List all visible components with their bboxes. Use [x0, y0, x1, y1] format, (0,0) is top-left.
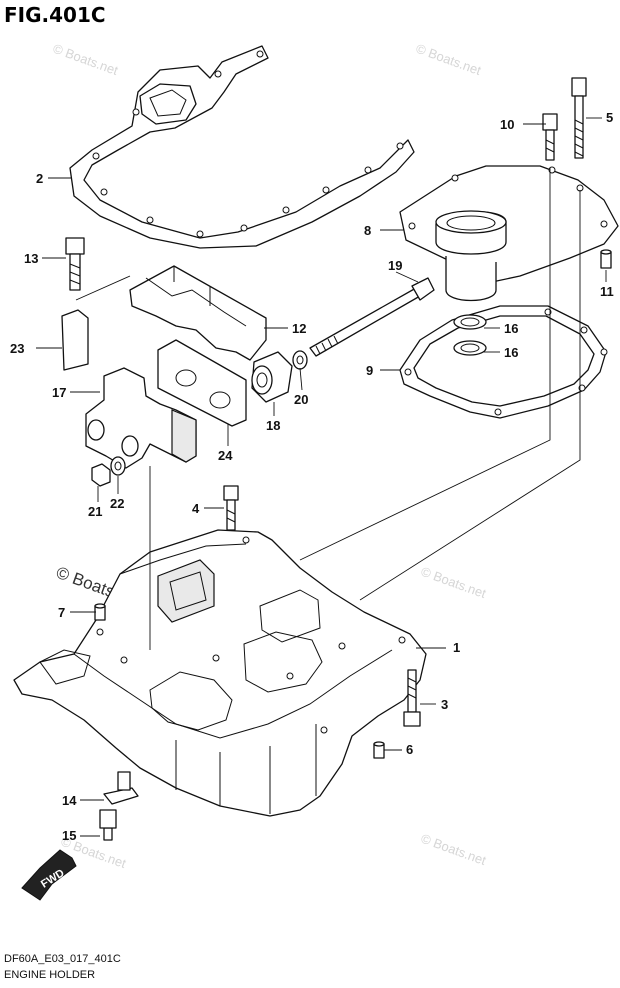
engine-holder: [13, 529, 427, 817]
watermark: © Boats.net: [419, 564, 489, 602]
callout-24: 24: [218, 448, 233, 463]
spacer-plate: [157, 339, 247, 427]
cover-plate: [399, 165, 619, 302]
callout-23: 23: [10, 341, 24, 356]
callout-19: 19: [388, 258, 402, 273]
washer: [292, 350, 308, 370]
callout-numbers: 1 2 3 4 5 6 7 8 9 10 11 12 13 14 15 16 1…: [10, 110, 614, 843]
callout-1: 1: [453, 640, 460, 655]
watermark: © Boats.net: [419, 831, 489, 869]
flat-washer: [110, 456, 126, 476]
callout-15: 15: [62, 828, 76, 843]
callout-20: 20: [294, 392, 308, 407]
bolt-long: [571, 77, 587, 159]
callout-6: 6: [406, 742, 413, 757]
callout-3: 3: [441, 697, 448, 712]
nut: [91, 463, 111, 487]
figure-title: FIG.401C: [4, 3, 106, 27]
callout-13: 13: [24, 251, 38, 266]
callout-16-second: 16: [504, 345, 518, 360]
callout-18: 18: [266, 418, 280, 433]
dowel-pin: [600, 249, 612, 269]
fwd-direction-arrow: FWD: [21, 849, 77, 901]
callout-17: 17: [52, 385, 66, 400]
watermark: © Boats.net: [414, 41, 484, 79]
mount-bolt: [65, 237, 85, 291]
callout-9: 9: [366, 363, 373, 378]
holder-bolt: [223, 485, 239, 531]
leader-lines: [36, 117, 607, 837]
callout-10: 10: [500, 117, 514, 132]
callout-11: 11: [600, 284, 614, 299]
figure-code: DF60A_E03_017_401C: [4, 953, 121, 965]
drain-bolt: [99, 809, 117, 841]
callout-7: 7: [58, 605, 65, 620]
callout-5: 5: [606, 110, 613, 125]
callout-16: 16: [504, 321, 518, 336]
watermark: © Boats.net: [51, 41, 121, 79]
holder-bolt-lower: [403, 669, 421, 727]
shim: [61, 309, 89, 371]
cover-gasket: [399, 305, 608, 419]
dowel-upper: [94, 603, 106, 621]
callout-21: 21: [88, 504, 102, 519]
callout-22: 22: [110, 496, 124, 511]
callout-4: 4: [192, 501, 200, 516]
dowel-lower: [373, 741, 385, 759]
long-bolt: [309, 277, 435, 357]
drain-stud: [103, 771, 139, 805]
callout-8: 8: [364, 223, 371, 238]
bolt-short: [542, 113, 558, 161]
mount-bracket: [129, 265, 267, 361]
seal-rings: [453, 314, 487, 356]
rubber-bushing: [251, 351, 293, 403]
gasket-top: [69, 45, 415, 249]
mount-block: [85, 367, 197, 469]
callout-14: 14: [62, 793, 77, 808]
figure-caption: ENGINE HOLDER: [4, 969, 95, 981]
callout-12: 12: [292, 321, 306, 336]
callout-2: 2: [36, 171, 43, 186]
